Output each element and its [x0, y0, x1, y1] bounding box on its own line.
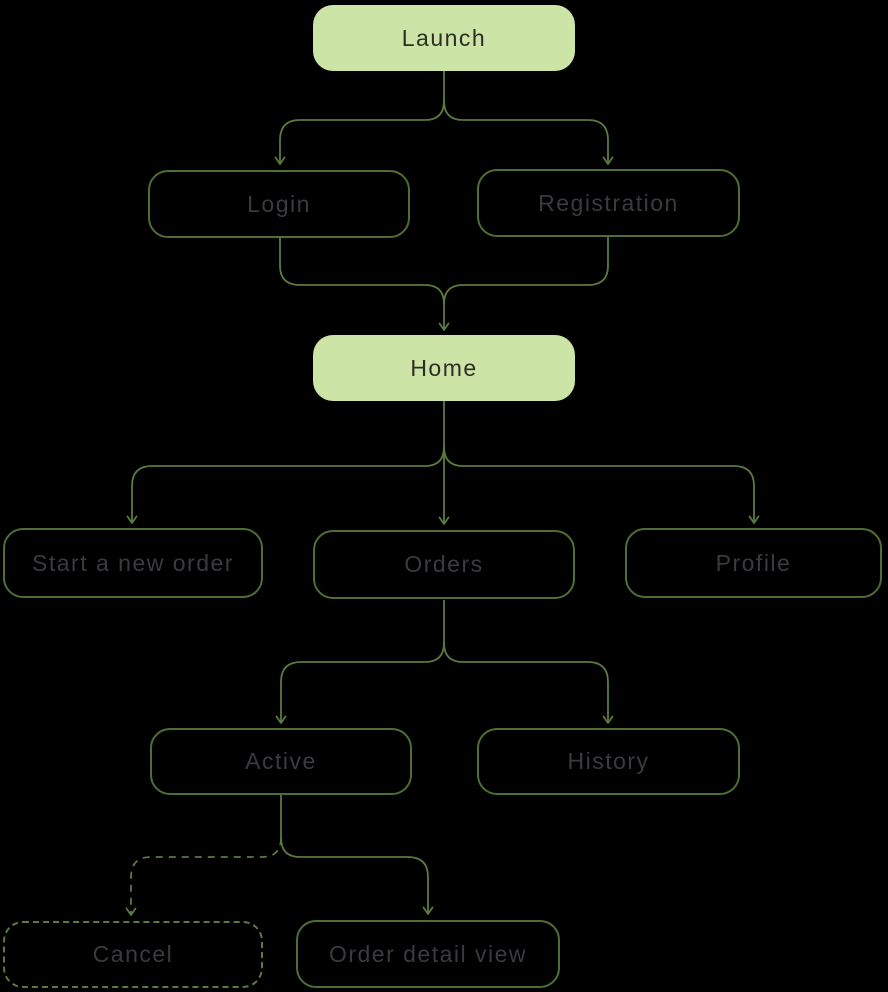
node-label-home: Home [410, 354, 478, 381]
node-registration: Registration [477, 169, 740, 237]
node-label-login: Login [247, 190, 311, 217]
edge-split-2-to-history [443, 642, 609, 722]
edge-login-to-merge-1 [279, 238, 445, 305]
arrowhead-home [438, 322, 450, 331]
arrowhead-start-a-new-order [126, 515, 138, 524]
node-order-detail-view: Order detail view [296, 920, 560, 988]
node-label-start-a-new-order: Start a new order [32, 549, 234, 576]
node-label-profile: Profile [715, 549, 792, 576]
edge-split-1-to-login [279, 100, 445, 163]
edge-split-3-to-order-detail-view [280, 837, 429, 913]
edge-split-3-to-cancel [130, 837, 282, 914]
node-launch: Launch [313, 5, 575, 71]
arrowhead-cancel [125, 907, 137, 916]
node-label-registration: Registration [538, 189, 679, 216]
node-start-a-new-order: Start a new order [3, 528, 263, 598]
arrowhead-login [274, 156, 286, 165]
node-label-cancel: Cancel [92, 941, 174, 967]
node-label-active: Active [245, 748, 317, 774]
arrowhead-active [275, 715, 287, 724]
node-label-history: History [567, 748, 650, 774]
arrowhead-registration [602, 156, 614, 165]
node-profile: Profile [625, 528, 882, 598]
node-active: Active [150, 728, 412, 795]
arrowhead-history [602, 715, 614, 724]
arrowhead-profile [748, 515, 760, 524]
arrowhead-orders [438, 516, 450, 525]
edge-home-to-start-a-new-order [131, 446, 445, 522]
node-history: History [477, 728, 740, 795]
node-login: Login [148, 170, 410, 238]
node-label-launch: Launch [401, 24, 487, 51]
node-cancel: Cancel [3, 921, 263, 988]
edge-split-2-to-active [280, 642, 445, 722]
edge-home-to-profile [443, 446, 755, 522]
edge-split-1-to-registration [443, 100, 609, 163]
node-label-order-detail-view: Order detail view [328, 940, 528, 967]
arrowhead-order-detail-view [422, 906, 434, 915]
node-home: Home [313, 335, 575, 401]
node-label-orders: Orders [404, 551, 484, 577]
edge-registration-to-merge-1 [443, 237, 609, 305]
node-orders: Orders [313, 530, 575, 599]
